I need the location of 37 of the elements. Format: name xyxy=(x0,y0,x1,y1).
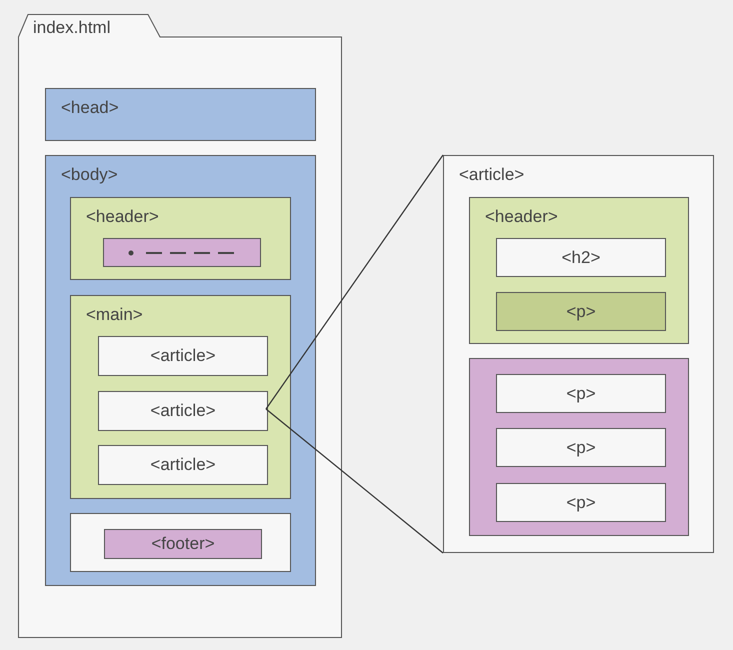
tag-label: <article> xyxy=(459,165,524,185)
element-box xyxy=(496,292,666,331)
element-box xyxy=(103,238,261,267)
element-box xyxy=(98,336,268,376)
folder-shape xyxy=(18,14,342,638)
element-box xyxy=(45,155,316,586)
element-box xyxy=(496,428,666,467)
zoom-panel xyxy=(443,155,714,553)
element-box xyxy=(70,295,291,499)
tag-label: <p> xyxy=(566,384,596,404)
tag-label: <article> xyxy=(150,455,216,475)
element-box xyxy=(104,529,262,559)
element-box xyxy=(98,391,268,431)
tag-label: <p> xyxy=(566,492,596,512)
tag-label: <main> xyxy=(86,305,143,325)
element-box xyxy=(469,358,689,536)
tag-label: <header> xyxy=(86,207,159,227)
tag-label: index.html xyxy=(33,18,110,38)
element-box xyxy=(70,197,291,280)
element-box xyxy=(45,88,316,141)
tag-label: <article> xyxy=(150,401,216,421)
leader-line xyxy=(266,408,444,554)
tag-label: <footer> xyxy=(151,534,215,554)
element-box xyxy=(98,445,268,485)
element-box xyxy=(496,483,666,522)
tag-label: <body> xyxy=(61,165,118,185)
element-box xyxy=(469,197,689,344)
leader-line xyxy=(266,154,444,410)
tag-label: <p> xyxy=(566,438,596,458)
element-box xyxy=(496,238,666,277)
element-box xyxy=(70,513,291,572)
tag-label: <h2> xyxy=(562,248,600,268)
tag-label: <head> xyxy=(61,98,119,118)
element-box xyxy=(496,374,666,413)
tag-label: <header> xyxy=(485,207,558,227)
tag-label: <article> xyxy=(150,346,216,366)
tag-label: <p> xyxy=(566,302,596,322)
